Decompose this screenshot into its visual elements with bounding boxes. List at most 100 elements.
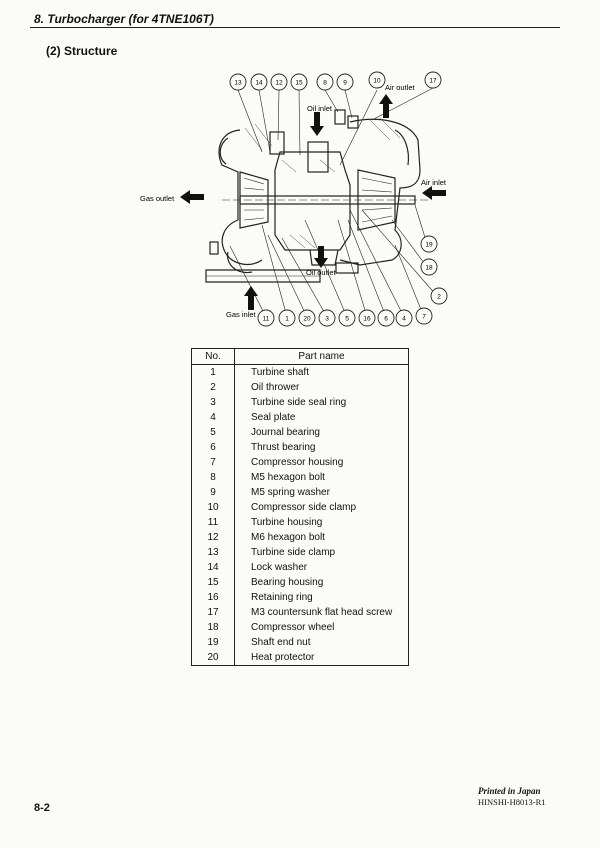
callout-2: 2	[430, 287, 448, 305]
callout-number: 11	[263, 315, 270, 322]
callout-20: 20	[298, 309, 316, 327]
printed-in-japan: Printed in Japan	[478, 786, 541, 796]
callout-10: 10	[368, 71, 386, 89]
part-number: 3	[191, 395, 235, 410]
turbocharger-diagram: Oil inlet Air outlet Air inlet Gas outle…	[140, 71, 448, 327]
callout-4: 4	[395, 309, 413, 327]
callout-15: 15	[290, 73, 308, 91]
header-rule	[30, 27, 560, 28]
label-air-outlet: Air outlet	[385, 83, 416, 92]
callout-5: 5	[338, 309, 356, 327]
callout-number: 7	[422, 313, 426, 320]
part-number: 10	[191, 500, 235, 515]
arrow-oil-outlet	[314, 246, 328, 268]
callout-number: 4	[402, 315, 406, 322]
callout-16: 16	[358, 309, 376, 327]
part-name: Heat protector	[251, 652, 315, 663]
part-name: Journal bearing	[251, 427, 320, 438]
callout-14: 14	[250, 73, 268, 91]
table-row: 17 M3 countersunk flat head screw	[191, 605, 409, 620]
part-name: Oil thrower	[251, 382, 300, 393]
callout-number: 6	[384, 315, 388, 322]
column-header-no: No.	[191, 348, 235, 365]
callout-number: 5	[345, 315, 349, 322]
callout-9: 9	[336, 73, 354, 91]
callout-number: 17	[429, 77, 437, 84]
callout-number: 16	[363, 315, 371, 322]
part-name: Turbine side clamp	[251, 547, 336, 558]
part-name: Turbine housing	[251, 517, 323, 528]
label-oil-outlet: Oil outlet	[306, 268, 337, 277]
part-name: M3 countersunk flat head screw	[251, 607, 393, 618]
part-name: Turbine shaft	[251, 367, 309, 378]
callout-number: 18	[425, 264, 433, 271]
part-name: M5 spring washer	[251, 487, 330, 498]
part-number: 12	[191, 530, 235, 545]
callout-number: 13	[234, 79, 242, 86]
table-row: 10 Compressor side clamp	[191, 500, 409, 515]
turbocharger-cross-section	[205, 109, 430, 283]
part-number: 6	[191, 440, 235, 455]
table-row: 2 Oil thrower	[191, 380, 409, 395]
callout-number: 12	[275, 79, 283, 86]
document-id: HINSHI-H8013-R1	[478, 797, 546, 807]
part-number: 2	[191, 380, 235, 395]
leader-lines	[229, 87, 438, 318]
label-gas-inlet: Gas inlet	[226, 310, 257, 319]
part-number: 18	[191, 620, 235, 635]
callout-18: 18	[420, 258, 438, 276]
callout-number: 9	[343, 79, 347, 86]
part-number: 19	[191, 635, 235, 650]
callout-17: 17	[424, 71, 442, 89]
part-name: Compressor wheel	[251, 622, 335, 633]
table-row: 18 Compressor wheel	[191, 620, 409, 635]
callout-19: 19	[420, 235, 438, 253]
callout-1: 1	[278, 309, 296, 327]
flow-arrows	[180, 94, 446, 310]
label-air-inlet: Air inlet	[421, 178, 447, 187]
part-name: Bearing housing	[251, 577, 324, 588]
callout-number: 20	[303, 315, 311, 322]
arrow-air-inlet	[422, 186, 446, 200]
table-row: 9 M5 spring washer	[191, 485, 409, 500]
label-gas-outlet: Gas outlet	[140, 194, 175, 203]
part-name: Thrust bearing	[251, 442, 316, 453]
callout-12: 12	[270, 73, 288, 91]
part-number: 9	[191, 485, 235, 500]
part-number: 17	[191, 605, 235, 620]
column-header-part-name: Part name	[234, 348, 409, 365]
part-name: M5 hexagon bolt	[251, 472, 325, 483]
label-oil-inlet: Oil inlet	[307, 104, 333, 113]
callout-number: 1	[285, 315, 289, 322]
section-hatching	[244, 117, 401, 249]
table-row: 3 Turbine side seal ring	[191, 395, 409, 410]
arrow-air-outlet	[379, 94, 393, 118]
part-name: Turbine side seal ring	[251, 397, 347, 408]
callout-number: 15	[295, 79, 303, 86]
callout-number: 14	[255, 79, 263, 86]
part-name: M6 hexagon bolt	[251, 532, 325, 543]
table-row: 6 Thrust bearing	[191, 440, 409, 455]
part-name: Compressor side clamp	[251, 502, 357, 513]
callout-3: 3	[318, 309, 336, 327]
part-name: Retaining ring	[251, 592, 313, 603]
part-name: Seal plate	[251, 412, 296, 423]
arrow-gas-inlet	[244, 286, 258, 310]
table-header-row: No. Part name	[191, 348, 409, 365]
part-name: Lock washer	[251, 562, 308, 573]
page-number: 8-2	[34, 802, 50, 814]
callout-7: 7	[415, 307, 433, 325]
section-header: 8. Turbocharger (for 4TNE106T)	[34, 12, 214, 26]
